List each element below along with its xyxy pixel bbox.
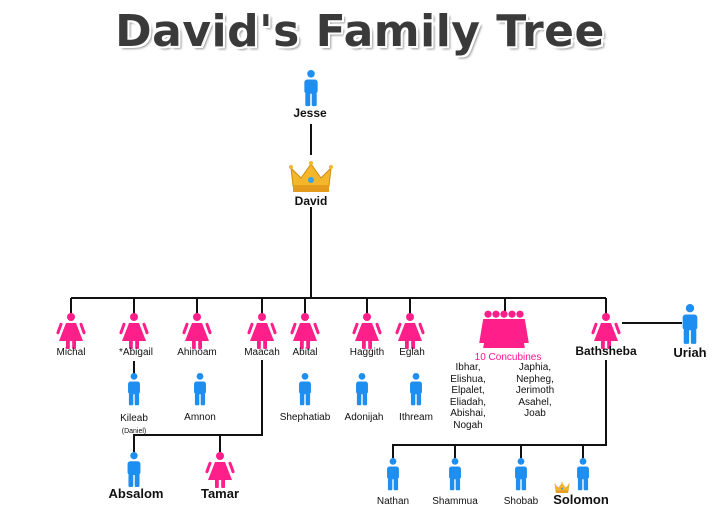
label-maacah: Maacah bbox=[244, 347, 280, 358]
female-icon-haggith bbox=[352, 313, 382, 349]
label-uriah: Uriah bbox=[673, 345, 707, 360]
male-icon-ithream bbox=[410, 373, 422, 406]
female-icon-abital bbox=[290, 313, 320, 349]
female-icon-tamar bbox=[205, 452, 235, 488]
concubine-sons-left: Ibhar, Elishua, Elpalet, Eliadah, Abisha… bbox=[449, 362, 487, 431]
label-daniel: (Daniel) bbox=[121, 428, 147, 435]
male-icon-adonijah bbox=[356, 373, 368, 406]
male-icon-kileab bbox=[128, 373, 140, 406]
label-abital: Abital bbox=[292, 347, 318, 358]
label-ithream: Ithream bbox=[399, 412, 433, 423]
label-absalom: Absalom bbox=[108, 486, 164, 501]
label-amnon: Amnon bbox=[184, 412, 216, 423]
label-nathan: Nathan bbox=[376, 496, 410, 507]
female-icon-abigail bbox=[119, 313, 149, 349]
label-tamar: Tamar bbox=[200, 486, 240, 501]
label-michal: Michal bbox=[56, 347, 86, 358]
female-icon-bathsheba bbox=[591, 313, 621, 349]
male-icon-uriah bbox=[682, 304, 698, 344]
crown-icon-david bbox=[289, 161, 333, 192]
label-kileab: Kileab bbox=[120, 413, 148, 424]
label-david: David bbox=[294, 194, 328, 208]
male-icon-jesse bbox=[304, 70, 318, 107]
label-solomon: Solomon bbox=[553, 492, 609, 507]
label-shephatiah: Shephatiab bbox=[279, 412, 331, 423]
male-icon-shobab bbox=[515, 458, 527, 491]
male-icon-shammua bbox=[449, 458, 461, 491]
label-concubines: 10 Concubines bbox=[474, 352, 542, 363]
label-adonijah: Adonijah bbox=[344, 412, 384, 423]
label-jesse: Jesse bbox=[293, 106, 327, 120]
label-eglah: Eglah bbox=[399, 347, 425, 358]
label-shobab: Shobab bbox=[503, 496, 539, 507]
female-icon-ahinoam bbox=[182, 313, 212, 349]
concubine-sons-right: Japhia, Nepheg, Jerimoth Asahel, Joab bbox=[515, 362, 555, 419]
male-icon-absalom bbox=[127, 452, 141, 487]
concubines-group-icon bbox=[479, 310, 529, 348]
male-icon-solomon bbox=[577, 458, 589, 491]
crown-icon-solomon bbox=[554, 482, 570, 493]
label-haggith: Haggith bbox=[349, 347, 385, 358]
label-bathsheba: Bathsheba bbox=[575, 344, 637, 358]
male-icon-amnon bbox=[194, 373, 206, 406]
male-icon-shephatiah bbox=[299, 373, 311, 406]
page-title: David's Family Tree bbox=[115, 6, 605, 57]
male-icon-nathan bbox=[387, 458, 399, 491]
female-icon-eglah bbox=[395, 313, 425, 349]
label-abigail: *Abigail bbox=[119, 347, 153, 358]
female-icon-maacah bbox=[247, 313, 277, 349]
female-icon-michal bbox=[56, 313, 86, 349]
line-bathsheba-children bbox=[392, 360, 607, 458]
line-maacah-children bbox=[133, 360, 263, 452]
label-shammua: Shammua bbox=[432, 496, 478, 507]
label-ahinoam: Ahinoam bbox=[177, 347, 217, 358]
